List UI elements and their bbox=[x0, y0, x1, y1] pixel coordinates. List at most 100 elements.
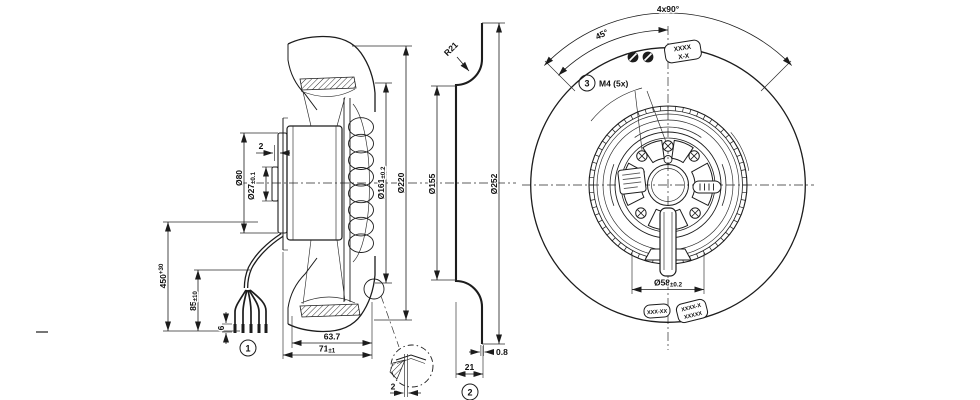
front-view: 4x90° 45° 3 M4 (5x) XXXX X-X Ø58±0 bbox=[522, 3, 814, 350]
dim-bore-d155: Ø155 bbox=[426, 85, 456, 281]
dim-hub-label: Ø80 bbox=[234, 170, 244, 186]
inlet-ring-profile bbox=[454, 23, 484, 344]
knurl-tooth bbox=[736, 213, 742, 216]
knurl-tooth bbox=[590, 169, 595, 171]
dim-hole-angle-45: 45° bbox=[558, 25, 669, 76]
motor-rating-label bbox=[617, 167, 647, 195]
dim-wire-length-label: 85±10 bbox=[188, 291, 199, 311]
cable-sheath-core bbox=[245, 234, 283, 289]
knurl-tooth bbox=[709, 246, 713, 251]
blade-edge-arc-right bbox=[730, 132, 750, 171]
knurl-tooth bbox=[741, 169, 746, 171]
stator-bridge-arc bbox=[634, 126, 702, 138]
knurl-tooth bbox=[720, 237, 725, 242]
balloon-2-number: 2 bbox=[467, 388, 472, 398]
screw-leader-1 bbox=[634, 90, 643, 151]
cable-exit-tube bbox=[659, 207, 677, 277]
dim-cable-length-label: 450+30 bbox=[158, 263, 168, 288]
knurl-tooth bbox=[598, 219, 603, 223]
knurl-tooth bbox=[617, 123, 621, 128]
side-section-view: Ø80 Ø27±0.1 2 Ø161±0.2 Ø220 450+30 bbox=[156, 35, 434, 397]
knurl-tooth bbox=[733, 147, 738, 151]
inlet-ring-section-view: R21 Ø155 Ø252 0.8 21 2 bbox=[426, 22, 516, 400]
marking-stamp-right-line2: XXXXX bbox=[684, 311, 704, 321]
knurl-tooth bbox=[602, 226, 607, 230]
blade-loop bbox=[348, 200, 374, 220]
type-plate-line2: X-X bbox=[678, 53, 690, 62]
dim-outer-label: Ø252 bbox=[489, 173, 499, 194]
mounting-screw bbox=[635, 207, 647, 219]
knurl-tooth bbox=[741, 199, 746, 201]
knurl-tooth bbox=[592, 161, 597, 164]
dim-tinned-end-6: 6 bbox=[215, 312, 232, 344]
support-plate-section-bottom bbox=[299, 303, 361, 318]
knurl-tooth bbox=[696, 111, 699, 117]
dim-shaft-boss-label: Ø27±0.1 bbox=[246, 171, 257, 200]
blade-section-loops bbox=[348, 117, 374, 253]
knurl-tooth bbox=[623, 246, 627, 251]
knurl-tooth bbox=[652, 107, 654, 112]
blade-loop bbox=[348, 133, 374, 154]
detail-callout: 2 bbox=[363, 278, 434, 397]
balloon-1-number: 1 bbox=[245, 344, 250, 354]
blade-loop bbox=[348, 150, 374, 170]
knurl-tooth bbox=[725, 134, 730, 138]
marking-screw-symbols bbox=[627, 51, 654, 63]
dim-sheet-label: 0.8 bbox=[496, 347, 508, 357]
screw-spec-callout: 3 M4 (5x) bbox=[578, 74, 667, 151]
support-plate-section-top bbox=[299, 76, 357, 91]
strut-top-left bbox=[302, 91, 312, 127]
knurl-tooth bbox=[611, 128, 616, 133]
knurl-tooth bbox=[729, 140, 734, 144]
cable-assembly bbox=[233, 233, 284, 333]
impeller-section bbox=[282, 35, 376, 333]
knurl-tooth bbox=[590, 199, 595, 201]
knurl-tooth bbox=[592, 206, 597, 209]
dim-hub-d80: Ø80 bbox=[233, 132, 278, 234]
screw-leader-2 bbox=[646, 90, 667, 143]
stator-bridge-arc bbox=[721, 164, 727, 206]
hub-top-hole bbox=[663, 155, 673, 164]
dim-inlet-radius-r21: R21 bbox=[441, 38, 470, 72]
dim-depth-label: 21 bbox=[465, 362, 475, 372]
motor-section bbox=[271, 125, 343, 241]
vent-grille-slot bbox=[692, 180, 722, 194]
hub-circle bbox=[647, 164, 689, 206]
knurl-tooth bbox=[623, 119, 627, 124]
knurl-tooth bbox=[602, 140, 607, 144]
dim-depth-total-label: 71±1 bbox=[319, 344, 336, 355]
mounting-screw bbox=[662, 140, 674, 152]
mounting-screws bbox=[635, 140, 701, 219]
screw-spec-label: M4 (5x) bbox=[599, 79, 628, 89]
blade-loop bbox=[348, 216, 374, 237]
strut-bottom-left bbox=[302, 239, 312, 305]
dim-impeller-outer-label: Ø220 bbox=[396, 172, 406, 193]
dim-hole-pattern-label: 4x90° bbox=[657, 4, 680, 14]
dim-wire-length-85: 85±10 bbox=[187, 269, 250, 331]
dim-plate-gap-2: 2 bbox=[256, 140, 290, 161]
shroud-inner-arc-bottom bbox=[300, 296, 356, 304]
marking-stamp-left: XXX-XX bbox=[643, 303, 671, 319]
knurl-tooth bbox=[715, 242, 719, 247]
knurl-tooth bbox=[736, 154, 742, 157]
knurl-tooth bbox=[606, 134, 611, 138]
mounting-screw bbox=[636, 150, 648, 162]
dim-impeller-inner-d161: Ø161±0.2 bbox=[375, 82, 392, 284]
shroud-bottom-outline bbox=[287, 256, 376, 333]
knurl-tooth bbox=[630, 115, 634, 120]
marking-stamp-right: XXXX-X XXXXX bbox=[675, 298, 709, 324]
flange-slot bbox=[642, 139, 665, 164]
balloon-3-number: 3 bbox=[584, 79, 589, 89]
cable-sheath bbox=[243, 233, 284, 289]
marking-stamp-right-line1: XXXX-X bbox=[681, 303, 702, 314]
mounting-screw bbox=[688, 150, 700, 162]
lead-wire bbox=[234, 289, 247, 333]
hole-axis-45-left bbox=[544, 60, 576, 92]
detail-section-hatch bbox=[389, 359, 406, 380]
balloon-3-circle bbox=[578, 74, 596, 92]
lead-wire bbox=[247, 289, 252, 333]
knurl-tooth bbox=[739, 206, 744, 209]
knurl-tooth bbox=[594, 154, 600, 157]
mounting-screw bbox=[689, 207, 701, 219]
stator-bridges bbox=[609, 126, 727, 206]
